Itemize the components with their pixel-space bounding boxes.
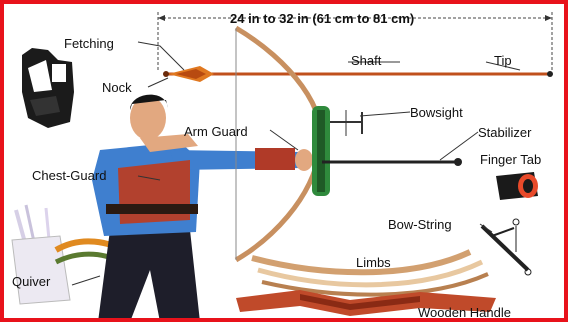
arrow-illustration	[163, 66, 553, 82]
label-chest-guard: Chest-Guard	[32, 169, 106, 182]
tip-shape	[547, 71, 553, 77]
label-nock: Nock	[102, 81, 132, 94]
label-quiver: Quiver	[12, 275, 50, 288]
label-stabilizer: Stabilizer	[478, 126, 531, 139]
glove-icon	[22, 48, 74, 128]
bow-string-illustration	[482, 219, 531, 275]
label-bow-string: Bow-String	[388, 218, 452, 231]
label-finger-tab: Finger Tab	[480, 153, 541, 166]
label-limbs: Limbs	[356, 256, 391, 269]
length-label: 24 in to 32 in (61 cm to 81 cm)	[230, 12, 414, 25]
nock-shape	[163, 71, 169, 77]
finger-tab-illustration	[496, 172, 538, 200]
label-shaft: Shaft	[351, 54, 381, 67]
label-bowsight: Bowsight	[410, 106, 463, 119]
label-fetching: Fetching	[64, 37, 114, 50]
label-tip: Tip	[494, 54, 512, 67]
label-wooden-handle: Wooden Handle	[418, 306, 511, 319]
label-arm-guard: Arm Guard	[184, 125, 248, 138]
